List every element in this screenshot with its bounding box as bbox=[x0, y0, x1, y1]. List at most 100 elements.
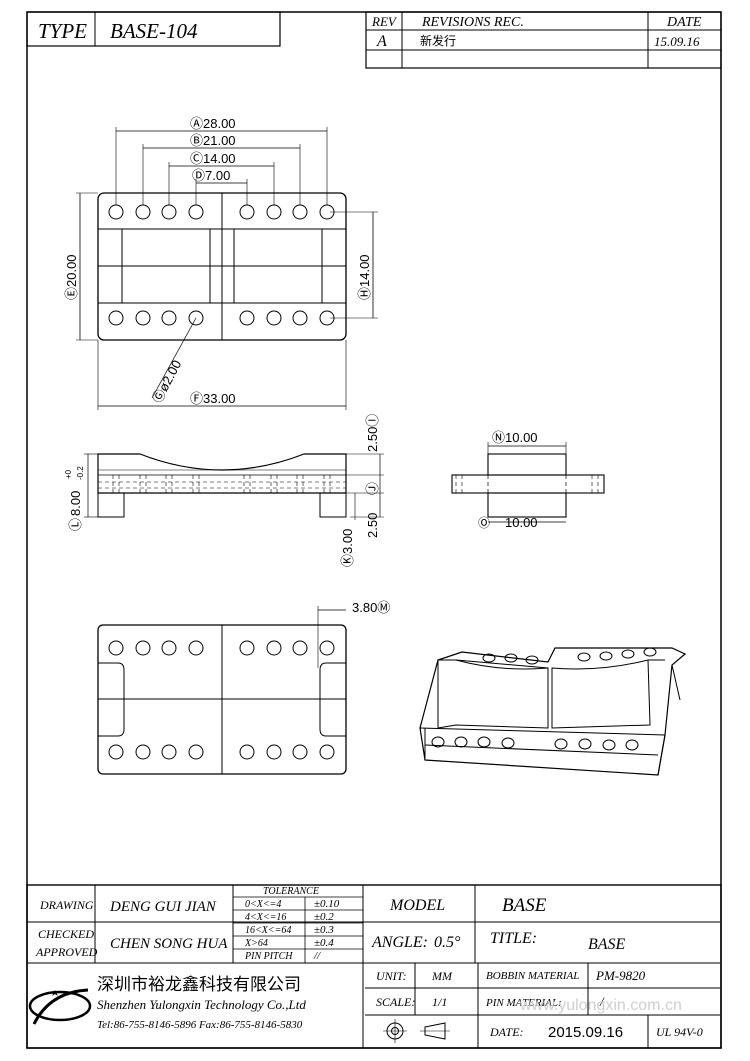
top-dimensions: Ⓐ28.00 Ⓑ21.00 Ⓒ14.00 Ⓓ7.00 Ⓕ33.00 Ⓔ20.00… bbox=[64, 116, 378, 410]
pin-hole bbox=[266, 744, 282, 760]
dim-c-label: Ⓒ14.00 bbox=[190, 151, 236, 166]
dim-j-marker: Ⓙ bbox=[365, 482, 380, 495]
pin-hole bbox=[482, 653, 496, 663]
type-label: TYPE bbox=[38, 19, 87, 43]
pin-hole bbox=[501, 737, 515, 749]
pin-hole bbox=[108, 744, 124, 760]
rec-value: 新发行 bbox=[420, 33, 456, 48]
dim-b-label: Ⓑ21.00 bbox=[190, 133, 236, 148]
dim-m-label: 3.80Ⓜ bbox=[352, 600, 390, 615]
company-contact: Tel:86-755-8146-5896 Fax:86-755-8146-583… bbox=[97, 1019, 303, 1031]
pin-hole bbox=[188, 744, 204, 760]
dim-o-value: 10.00 bbox=[505, 515, 538, 530]
pin-hole bbox=[602, 739, 616, 751]
front-view: 2.50Ⓘ Ⓙ 2.50 Ⓚ3.00 Ⓛ 8.00 +0 -0.2 bbox=[64, 414, 384, 567]
title-value: BASE bbox=[588, 936, 626, 953]
pin-material-label: PIN MATERIAL: bbox=[485, 997, 562, 1009]
company-name-en: Shenzhen Yulongxin Technology Co.,Ltd bbox=[97, 997, 306, 1012]
unit-value: MM bbox=[431, 969, 453, 983]
pin-hole bbox=[319, 640, 335, 656]
pin-hole bbox=[625, 739, 639, 751]
angle-label: ANGLE: bbox=[371, 934, 428, 951]
pin-hole bbox=[266, 640, 282, 656]
dim-l-marker: Ⓛ bbox=[68, 518, 83, 531]
pin-hole bbox=[161, 310, 177, 326]
pin-hole bbox=[239, 310, 255, 326]
rev-date-value: 15.09.16 bbox=[654, 34, 700, 49]
type-value: BASE-104 bbox=[110, 19, 198, 43]
rev-value: A bbox=[376, 33, 387, 50]
date-col-header: DATE bbox=[666, 15, 702, 30]
rec-col-header: REVISIONS REC. bbox=[421, 15, 524, 30]
pin-hole bbox=[431, 736, 445, 748]
pin-hole bbox=[135, 744, 151, 760]
pin-hole bbox=[239, 744, 255, 760]
dim-j-value: 2.50 bbox=[365, 513, 380, 538]
tolerance-value: ±0.2 bbox=[314, 911, 334, 923]
ul-rating: UL 94V-0 bbox=[656, 1025, 703, 1039]
tolerance-value: ±0.3 bbox=[314, 924, 334, 936]
dim-l-value: 8.00 bbox=[68, 491, 83, 516]
dim-o-marker: Ⓞ bbox=[478, 516, 490, 530]
pin-hole bbox=[188, 640, 204, 656]
dim-l-tol-plus: +0 bbox=[64, 469, 73, 479]
top-view bbox=[97, 192, 347, 341]
dim-h-label: Ⓗ14.00 bbox=[357, 254, 372, 300]
pin-hole bbox=[599, 651, 613, 661]
pin-hole bbox=[135, 640, 151, 656]
dim-e-label: Ⓔ20.00 bbox=[64, 254, 79, 300]
pin-hole bbox=[266, 204, 282, 220]
isometric-view bbox=[419, 647, 687, 776]
model-label: MODEL bbox=[389, 897, 445, 914]
pin-hole bbox=[319, 744, 335, 760]
approved-value: CHEN SONG HUA bbox=[110, 936, 228, 952]
pin-hole bbox=[578, 738, 592, 750]
dim-n-label: Ⓝ10.00 bbox=[492, 430, 538, 445]
pin-hole bbox=[643, 647, 657, 657]
bottom-view: 3.80Ⓜ bbox=[97, 600, 390, 775]
title-block: DRAWING DENG GUI JIAN CHECKED APPROVED C… bbox=[26, 884, 722, 1049]
pin-hole bbox=[135, 310, 151, 326]
tolerance-range: X>64 bbox=[244, 938, 268, 949]
side-view: Ⓝ10.00 Ⓞ 10.00 bbox=[451, 430, 605, 530]
company-name-cn: 深圳市裕龙鑫科技有限公司 bbox=[97, 975, 301, 995]
unit-label: UNIT: bbox=[376, 969, 407, 983]
pin-hole bbox=[292, 744, 308, 760]
pin-hole bbox=[525, 655, 539, 665]
pin-hole bbox=[239, 204, 255, 220]
tolerance-value: // bbox=[313, 950, 321, 962]
watermark: www.yulongxin.com.cn bbox=[519, 997, 682, 1014]
pin-hole bbox=[292, 640, 308, 656]
pin-hole bbox=[454, 736, 468, 748]
tolerance-range: PIN PITCH bbox=[244, 951, 293, 962]
angle-value: 0.5° bbox=[434, 934, 461, 951]
bobbin-material-label: BOBBIN MATERIAL bbox=[486, 970, 579, 982]
pin-hole bbox=[266, 310, 282, 326]
pin-hole bbox=[477, 736, 491, 748]
tolerance-value: ±0.4 bbox=[314, 937, 334, 949]
pin-material-value: / bbox=[599, 994, 605, 1009]
pin-hole bbox=[188, 204, 204, 220]
revisions-table: REV REVISIONS REC. DATE A 新发行 15.09.16 bbox=[365, 11, 722, 69]
pin-hole bbox=[135, 204, 151, 220]
scale-value: 1/1 bbox=[432, 995, 447, 1009]
dim-a-label: Ⓐ28.00 bbox=[190, 116, 236, 131]
checked-label: CHECKED bbox=[38, 927, 94, 941]
date-label: DATE: bbox=[489, 1025, 524, 1039]
pin-hole bbox=[292, 310, 308, 326]
dim-l-tol-minus: -0.2 bbox=[76, 466, 85, 480]
pin-hole bbox=[108, 640, 124, 656]
tolerance-value: ±0.10 bbox=[314, 898, 340, 910]
pin-hole bbox=[577, 652, 591, 662]
pin-hole bbox=[504, 653, 518, 663]
tolerance-title: TOLERANCE bbox=[263, 886, 319, 897]
bobbin-material-value: PM-9820 bbox=[595, 968, 646, 983]
company-logo-icon bbox=[28, 988, 92, 1025]
drawing-value: DENG GUI JIAN bbox=[109, 899, 217, 915]
dim-i-label: 2.50Ⓘ bbox=[365, 414, 380, 452]
dim-k-label: Ⓚ3.00 bbox=[340, 529, 355, 567]
drawing-label: DRAWING bbox=[39, 898, 94, 912]
pin-hole bbox=[188, 310, 204, 326]
tolerance-range: 16<X<=64 bbox=[245, 925, 291, 936]
projection-symbol bbox=[383, 1019, 450, 1043]
